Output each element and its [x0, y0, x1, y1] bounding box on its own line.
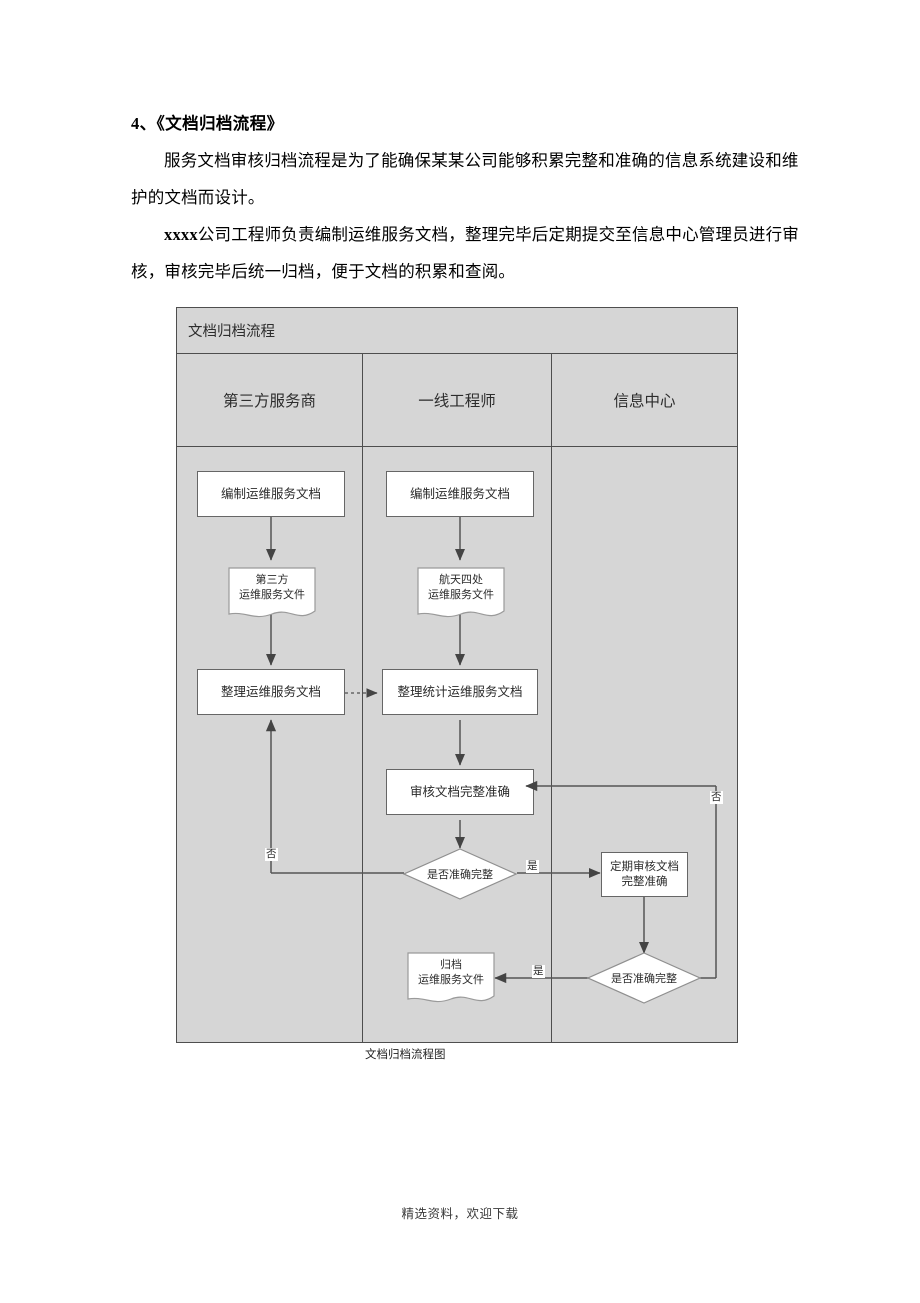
page-footer: 精选资料，欢迎下载 [401, 1207, 519, 1221]
figure-caption: 文档归档流程图 [365, 1049, 446, 1061]
edge-label-yes-mid: 是 [526, 860, 539, 873]
edge-label-yes-bottom: 是 [532, 965, 545, 978]
flowchart-title: 文档归档流程 [177, 308, 737, 354]
lane-header-frontline-engineer: 一线工程师 [363, 354, 552, 446]
node-prepare-ops-doc-engineer[interactable]: 编制运维服务文档 [386, 471, 534, 517]
section-heading: 4、《文档归档流程》 [131, 114, 284, 133]
flowchart-nodes: 编制运维服务文档 第三方 运维服务文件 整理运维服务文档 编制运维服务文档 航天… [177, 308, 739, 1044]
lane-column-frontline-engineer [363, 447, 552, 1042]
node-review-doc-complete-accurate[interactable]: 审核文档完整准确 [386, 769, 534, 815]
lane-header-information-center: 信息中心 [613, 393, 676, 410]
node-label: 第三方 运维服务文件 [239, 574, 305, 601]
node-organize-summarize-ops-doc[interactable]: 整理统计运维服务文档 [382, 669, 538, 715]
paragraph-2-bold-prefix: xxxx [164, 225, 198, 244]
decision-is-accurate-complete-info-center[interactable]: 是否准确完整 [587, 952, 701, 1004]
node-archive-ops-service-file[interactable]: 归档 运维服务文件 [407, 952, 495, 1008]
edge-label-no-right: 否 [710, 791, 723, 804]
paragraph-2-text: 公司工程师负责编制运维服务文档，整理完毕后定期提交至信息中心管理员进行审核，审核… [131, 225, 800, 281]
lane-column-third-party [177, 447, 363, 1042]
prose-block: 4、《文档归档流程》 服务文档审核归档流程是为了能确保某某公司能够积累完整和准确… [131, 105, 811, 290]
decision-label: 是否准确完整 [611, 973, 677, 985]
edge-label-no-left: 否 [265, 848, 278, 861]
paragraph-2: xxxx公司工程师负责编制运维服务文档，整理完毕后定期提交至信息中心管理员进行审… [131, 216, 811, 290]
node-label: 归档 运维服务文件 [418, 959, 484, 986]
flowchart-connectors [265, 517, 717, 984]
node-hangtian-ops-service-file[interactable]: 航天四处 运维服务文件 [417, 567, 505, 623]
flowchart-container: 文档归档流程 第三方服务商 一线工程师 信息中心 [176, 307, 738, 1043]
node-organize-ops-doc[interactable]: 整理运维服务文档 [197, 669, 345, 715]
flowchart-lane-headers: 第三方服务商 一线工程师 信息中心 [177, 354, 737, 447]
decision-label: 是否准确完整 [427, 869, 493, 881]
node-label: 航天四处 运维服务文件 [428, 574, 494, 601]
node-prepare-ops-doc-third-party[interactable]: 编制运维服务文档 [197, 471, 345, 517]
flowchart-lane-body [177, 447, 737, 1042]
paragraph-1: 服务文档审核归档流程是为了能确保某某公司能够积累完整和准确的信息系统建设和维护的… [131, 151, 799, 207]
decision-is-accurate-complete-engineer[interactable]: 是否准确完整 [403, 848, 517, 900]
node-periodic-review-doc[interactable]: 定期审核文档 完整准确 [601, 852, 688, 897]
node-third-party-ops-service-file[interactable]: 第三方 运维服务文件 [228, 567, 316, 623]
lane-header-third-party: 第三方服务商 [177, 354, 363, 446]
